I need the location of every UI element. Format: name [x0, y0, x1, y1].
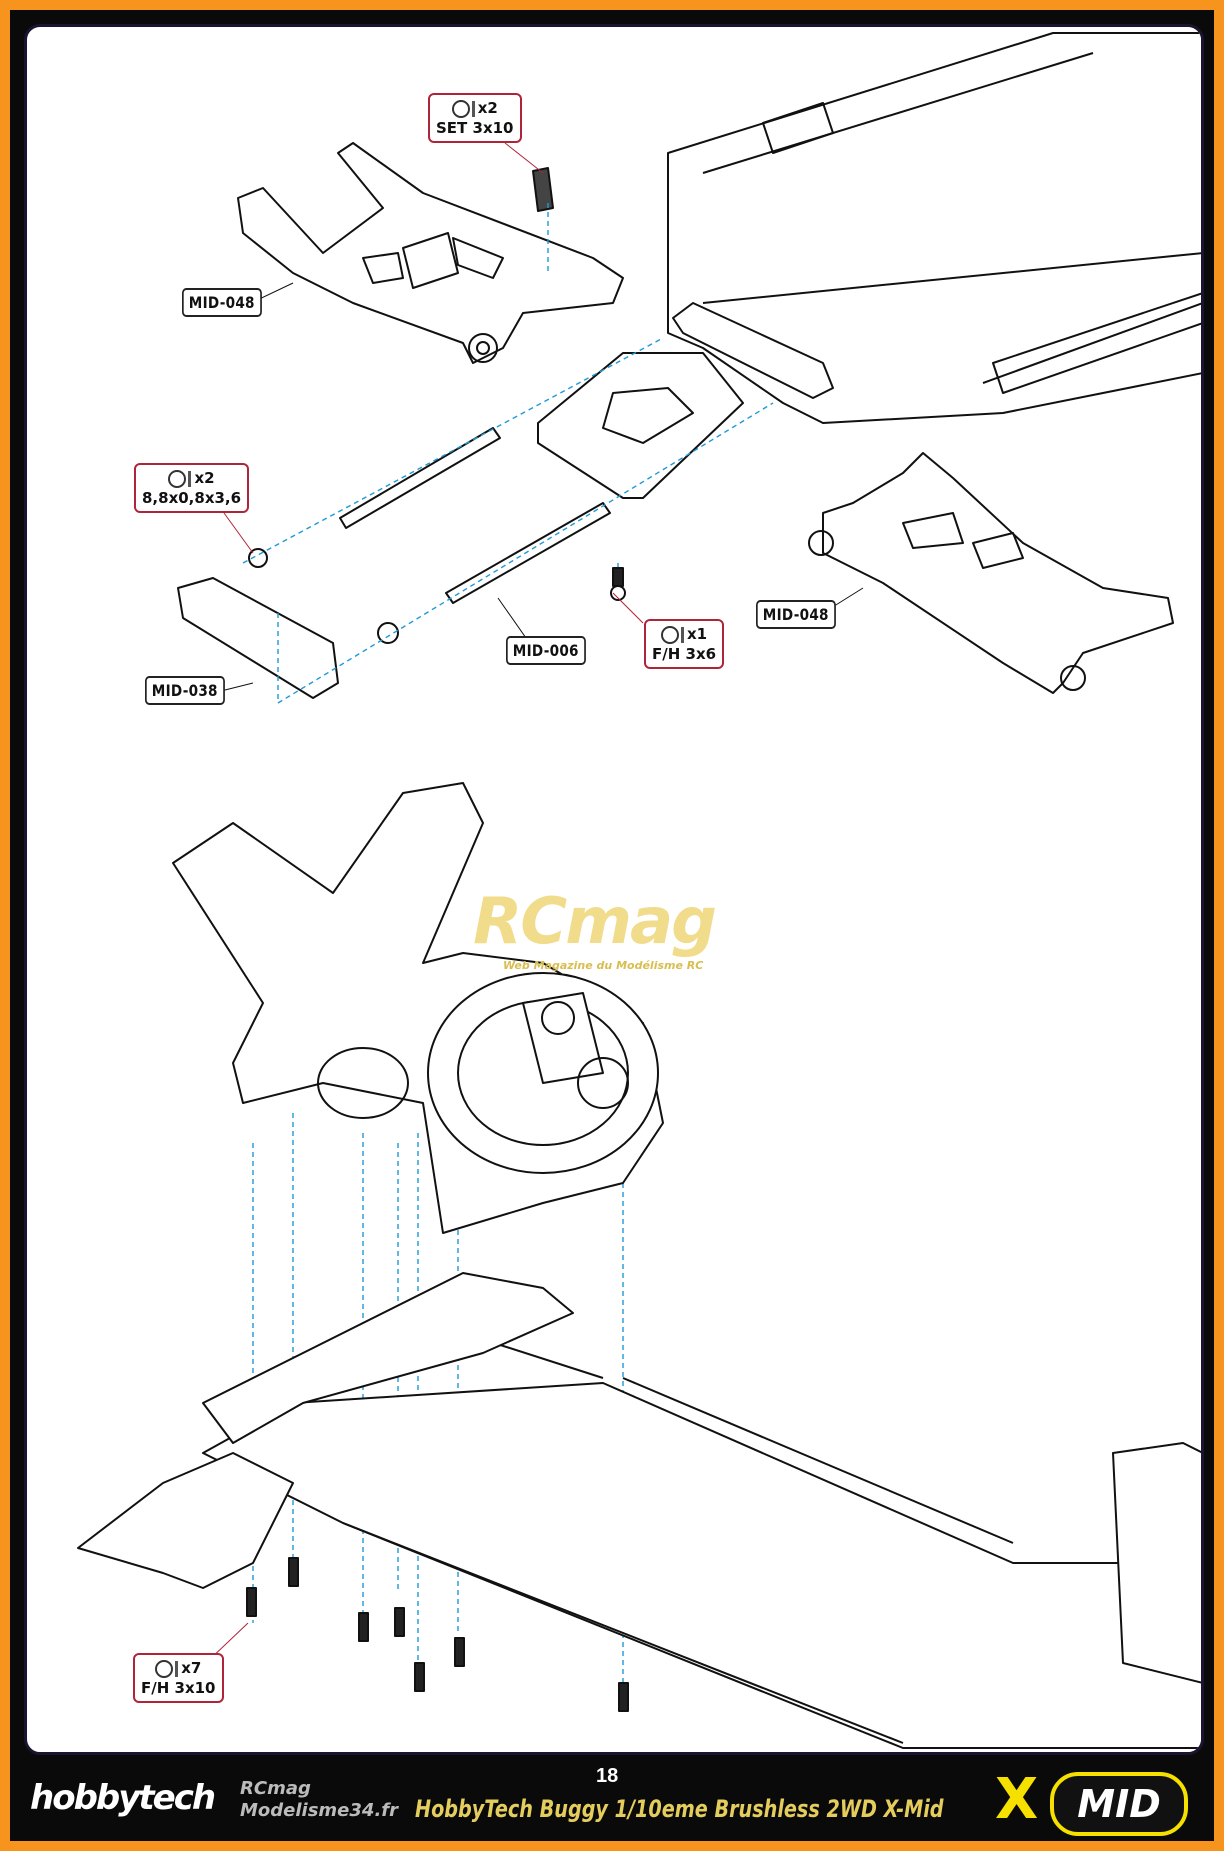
hardware-qty: x1 — [686, 625, 708, 643]
site-bottom: Modelisme34.fr — [240, 1800, 398, 1821]
part-label-mid006: MID-006 — [506, 636, 586, 665]
part-label-mid048-top: MID-048 — [182, 288, 262, 317]
suspension-arm-right — [808, 452, 1174, 694]
washer-icon — [168, 469, 187, 488]
pivot-block — [177, 577, 339, 699]
chassis-top — [667, 32, 1201, 424]
hardware-spec: F/H 3x10 — [141, 1679, 216, 1697]
set-screw-icon — [451, 99, 470, 118]
manual-title: HobbyTech Buggy 1/10eme Brushless 2WD X-… — [415, 1795, 944, 1823]
mount-plate — [537, 352, 744, 499]
screw-side-icon — [175, 1660, 179, 1677]
part-label-mid038: MID-038 — [145, 676, 225, 705]
flat-head-screw-icon — [660, 625, 679, 644]
leader-lines — [205, 142, 864, 1664]
watermark-tagline: Web Magazine du Modélisme RC — [503, 959, 704, 972]
xmid-logo: MID — [1050, 1772, 1188, 1836]
suspension-arm-top — [237, 142, 624, 364]
screws — [246, 567, 629, 1712]
screw-side-icon — [680, 626, 684, 643]
hardware-qty: x2 — [477, 99, 498, 117]
page-number: 18 — [596, 1765, 619, 1787]
hobbytech-logo: hobbytech — [30, 1778, 216, 1818]
hardware-spec: SET 3x10 — [436, 119, 514, 137]
set-screw — [532, 167, 554, 212]
hardware-spec: F/H 3x6 — [652, 645, 717, 663]
hinge-pins — [339, 427, 611, 604]
x-logo-mark: X — [995, 1767, 1039, 1832]
exploded-diagram — [77, 32, 1201, 1749]
flat-head-screw-icon — [155, 1659, 174, 1678]
washer-side-icon — [188, 470, 192, 487]
gearbox-assembly — [172, 782, 664, 1234]
front-arm-assembly — [77, 1272, 574, 1589]
hardware-spec: 8,8x0,8x3,6 — [142, 489, 242, 507]
part-label-mid048-right: MID-048 — [756, 600, 836, 629]
hardware-qty: x2 — [194, 469, 215, 487]
rear-hub — [1112, 1442, 1201, 1684]
arm-bracket — [672, 302, 834, 399]
watermark-name: RCmag — [473, 885, 717, 959]
hardware-washer: x2 8,8x0,8x3,6 — [134, 463, 250, 513]
hardware-qty: x7 — [181, 1659, 202, 1677]
screw-side-icon — [471, 100, 475, 117]
site-top: RCmag — [240, 1778, 311, 1799]
chassis-bottom — [202, 1332, 1201, 1749]
